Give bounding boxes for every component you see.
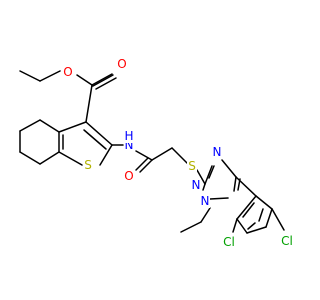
atom-label-bg: [187, 159, 197, 173]
atom-label-bg: [191, 178, 201, 192]
atom-label-n1: N: [125, 138, 134, 152]
atom-label-s1: S: [84, 158, 92, 172]
atom-label-n4: N: [201, 194, 210, 208]
atom-label-s2: S: [188, 159, 196, 173]
atom-label-h1: H: [124, 129, 133, 143]
atom-label-bg: [117, 57, 127, 71]
bond-lines: [19, 70, 285, 234]
atom-label-bg: [63, 65, 73, 79]
atom-label-bg: [124, 138, 134, 152]
atom-label-bg: [212, 145, 222, 159]
atom-label-o1: O: [63, 65, 72, 79]
atom-label-bg: [279, 234, 295, 248]
atom-label-o2: O: [117, 57, 126, 71]
atom-label-cl2: Cl: [281, 234, 293, 248]
atom-label-o3: O: [124, 169, 133, 183]
atom-label-n3: N: [213, 145, 222, 159]
atom-label-n2: N: [192, 178, 201, 192]
atom-label-bg: [221, 235, 237, 249]
atom-label-bg: [83, 158, 93, 172]
atom-label-cl1: Cl: [223, 235, 235, 249]
atom-label-bg: [124, 129, 134, 143]
atom-label-bg: [200, 194, 210, 208]
atom-label-bg: [124, 169, 134, 183]
